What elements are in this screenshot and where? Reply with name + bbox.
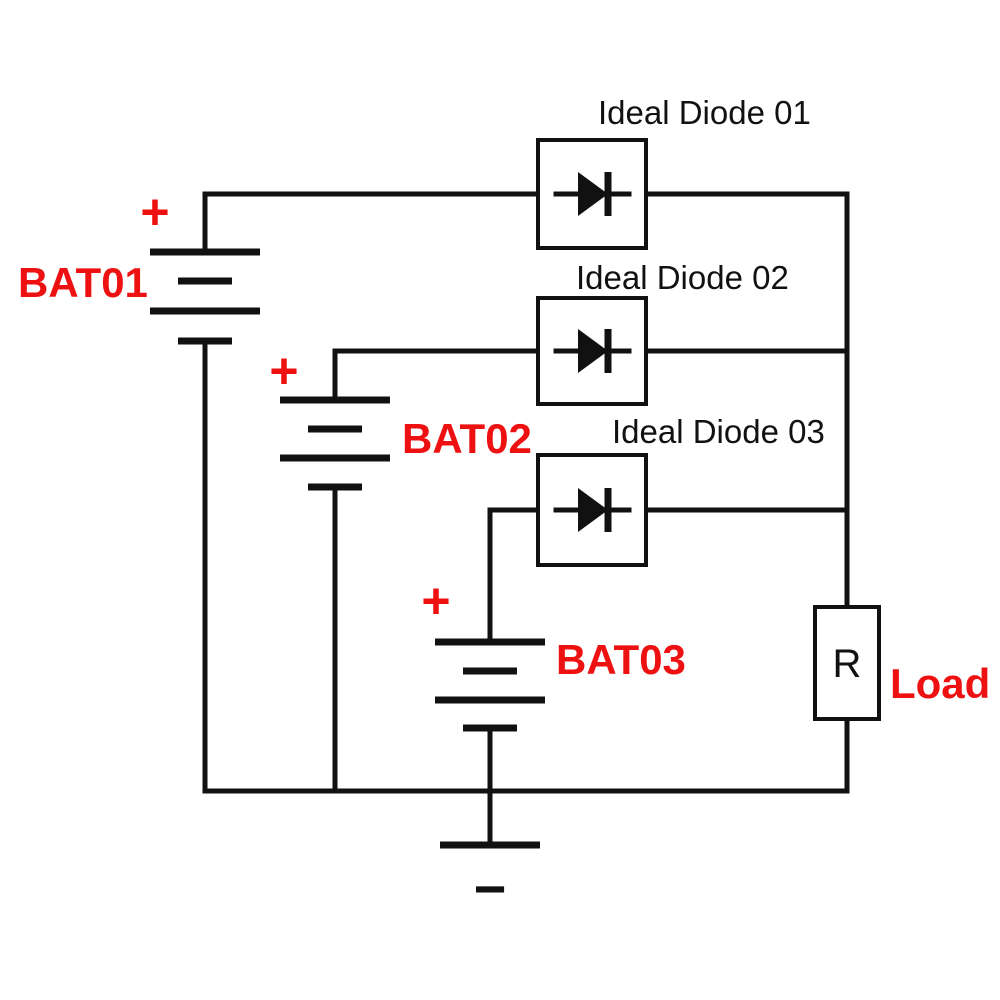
- diode-01-triangle: [578, 172, 608, 216]
- diode-02-label: Ideal Diode 02: [576, 259, 789, 296]
- bat02-plus-sign: +: [269, 343, 298, 399]
- diode-03: [536, 453, 648, 567]
- bat03-label: BAT03: [556, 636, 686, 683]
- load-resistor-symbol: R: [833, 642, 862, 686]
- diode-01-symbol: [553, 172, 632, 216]
- diode-03-symbol: [553, 488, 632, 532]
- ground-symbol: −: [440, 841, 540, 920]
- ground-minus-sign: −: [474, 857, 507, 920]
- load-box: [813, 605, 881, 721]
- battery-bat01-symbol: [150, 248, 260, 345]
- bat03-plus-sign: +: [421, 573, 450, 629]
- diode-02-symbol: [553, 329, 632, 373]
- diode-03-triangle: [578, 488, 608, 532]
- diode-01-label: Ideal Diode 01: [598, 94, 811, 131]
- wire-bat2-positive-to-diode2: [332, 348, 541, 403]
- bat01-plus-sign: +: [140, 184, 169, 240]
- bat02-label: BAT02: [402, 415, 532, 462]
- load-label: Load: [890, 660, 990, 707]
- load-resistor: R: [813, 605, 881, 721]
- diode-01: [536, 138, 648, 250]
- wire-bat3-positive-to-diode3: [487, 507, 541, 645]
- wire-bat1-positive-to-diode1: [202, 191, 541, 255]
- bat01-label: BAT01: [18, 259, 148, 306]
- diode-02-triangle: [578, 329, 608, 373]
- diode-02: [536, 296, 648, 406]
- battery-bat02-symbol: [280, 396, 390, 491]
- wires: [202, 191, 850, 848]
- battery-bat03-symbol: [435, 638, 545, 732]
- diode-03-label: Ideal Diode 03: [612, 413, 825, 450]
